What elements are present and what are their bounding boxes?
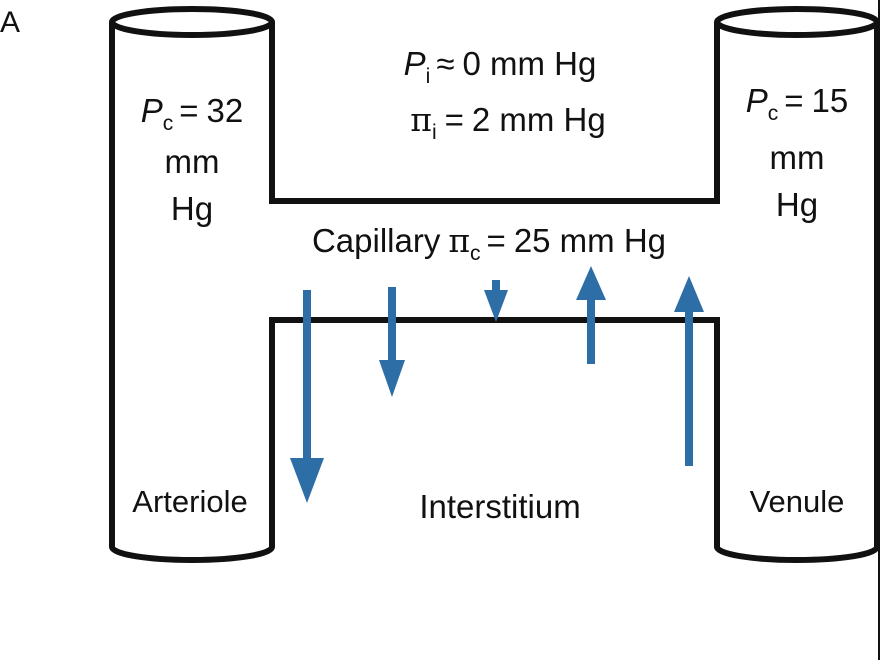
arteriole-label: Arteriole <box>132 484 247 519</box>
panel-label: A <box>0 6 20 39</box>
svg-text:mm: mm <box>770 139 825 176</box>
filtration-arrow-medium <box>379 287 405 397</box>
svg-text:Pc=15: Pc=15 <box>746 82 849 125</box>
svg-text:Pc=32: Pc=32 <box>141 92 244 135</box>
venule-label: Venule <box>750 484 845 519</box>
arteriole-vessel <box>109 6 275 563</box>
venule-pressure-label: Pc=15 mm Hg <box>746 82 849 223</box>
arteriole-pressure-label: Pc=32 mm Hg <box>141 92 244 227</box>
svg-text:Hg: Hg <box>171 190 213 227</box>
reabsorption-arrow-large <box>674 276 704 466</box>
interstitium-label: Interstitium <box>419 488 580 525</box>
filtration-arrow-small <box>484 280 508 322</box>
interstitial-oncotic-label: πi=2 mm Hg <box>410 100 606 144</box>
svg-text:Hg: Hg <box>776 186 818 223</box>
venule-vessel <box>714 6 880 563</box>
filtration-arrow-large <box>290 290 324 503</box>
reabsorption-arrow-medium <box>576 266 606 364</box>
svg-text:mm: mm <box>165 143 220 180</box>
interstitial-pressure-label: Pi≈0 mm Hg <box>404 45 597 88</box>
